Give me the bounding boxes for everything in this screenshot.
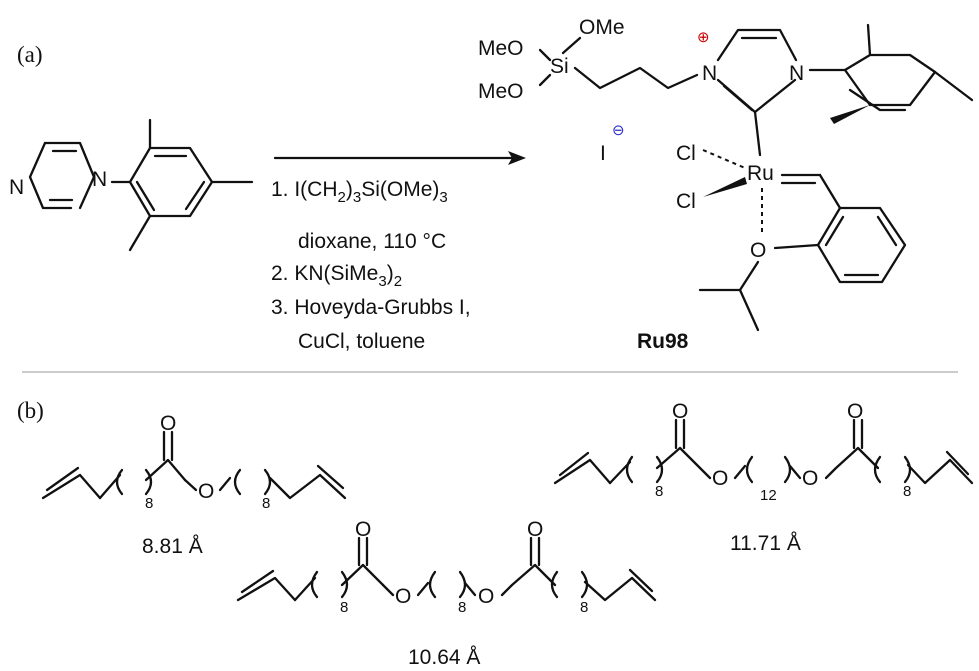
- panel-b-label: (b): [17, 398, 44, 423]
- distance-label: 10.64 Å: [408, 646, 480, 669]
- svg-text:1. I(CH2)3Si(OMe)3: 1. I(CH2)3Si(OMe)3: [271, 178, 448, 206]
- svg-text:MeO: MeO: [478, 80, 524, 103]
- compound-name: Ru98: [637, 330, 689, 353]
- conditions-solvent: dioxane, 110 °C: [298, 230, 446, 253]
- minus-charge: ⊖: [612, 122, 625, 139]
- panel-a-label: (a): [17, 42, 43, 67]
- svg-text:I: I: [600, 142, 606, 165]
- svg-text:8: 8: [458, 599, 466, 616]
- svg-text:O: O: [160, 412, 176, 435]
- substrate-3: O O O O 8 8 8 10.64 Å: [236, 518, 657, 669]
- svg-text:8: 8: [262, 495, 270, 512]
- svg-text:Cl: Cl: [676, 190, 696, 213]
- conditions-step3: 3. Hoveyda-Grubbs I,: [271, 296, 471, 319]
- svg-text:N: N: [702, 62, 717, 85]
- ru98-structure: OMe MeO Si MeO N N ⊕ Ru Cl Cl: [478, 16, 974, 353]
- svg-text:8: 8: [903, 483, 911, 500]
- svg-text:8: 8: [145, 495, 153, 512]
- svg-text:O: O: [750, 239, 766, 262]
- svg-text:12: 12: [760, 487, 777, 504]
- svg-text:OMe: OMe: [579, 16, 625, 39]
- distance-label: 8.81 Å: [142, 535, 203, 558]
- distance-label: 11.71 Å: [730, 532, 801, 555]
- svg-text:Si: Si: [550, 55, 569, 78]
- svg-text:O: O: [478, 585, 494, 608]
- reaction-conditions: 1. I(CH2)3Si(OMe)3 dioxane, 110 °C 2. KN…: [271, 178, 471, 353]
- atom-n: N: [92, 168, 107, 191]
- svg-text:O: O: [712, 467, 728, 490]
- svg-text:O: O: [355, 518, 371, 541]
- svg-text:O: O: [198, 480, 214, 503]
- svg-text:O: O: [395, 585, 411, 608]
- mesitylimidazole: N N: [9, 118, 254, 252]
- reaction-arrow: [273, 151, 526, 165]
- svg-text:Ru: Ru: [747, 162, 774, 185]
- svg-text:8: 8: [655, 483, 663, 500]
- svg-text:O: O: [802, 467, 818, 490]
- svg-text:O: O: [672, 400, 688, 423]
- conditions-step3b: CuCl, toluene: [298, 330, 425, 353]
- svg-text:O: O: [847, 400, 863, 423]
- svg-text:2. KN(SiMe3)2: 2. KN(SiMe3)2: [271, 262, 402, 290]
- substrate-1: O O 8 8 8.81 Å: [41, 412, 347, 558]
- svg-text:MeO: MeO: [478, 37, 524, 60]
- substrate-2: O O O O 8 12 8 11.71 Å: [553, 400, 974, 555]
- plus-charge: ⊕: [697, 29, 710, 46]
- svg-text:Cl: Cl: [676, 142, 696, 165]
- svg-text:8: 8: [340, 599, 348, 616]
- atom-n: N: [9, 176, 24, 199]
- svg-text:N: N: [789, 62, 804, 85]
- svg-text:O: O: [527, 518, 543, 541]
- svg-text:8: 8: [580, 599, 588, 616]
